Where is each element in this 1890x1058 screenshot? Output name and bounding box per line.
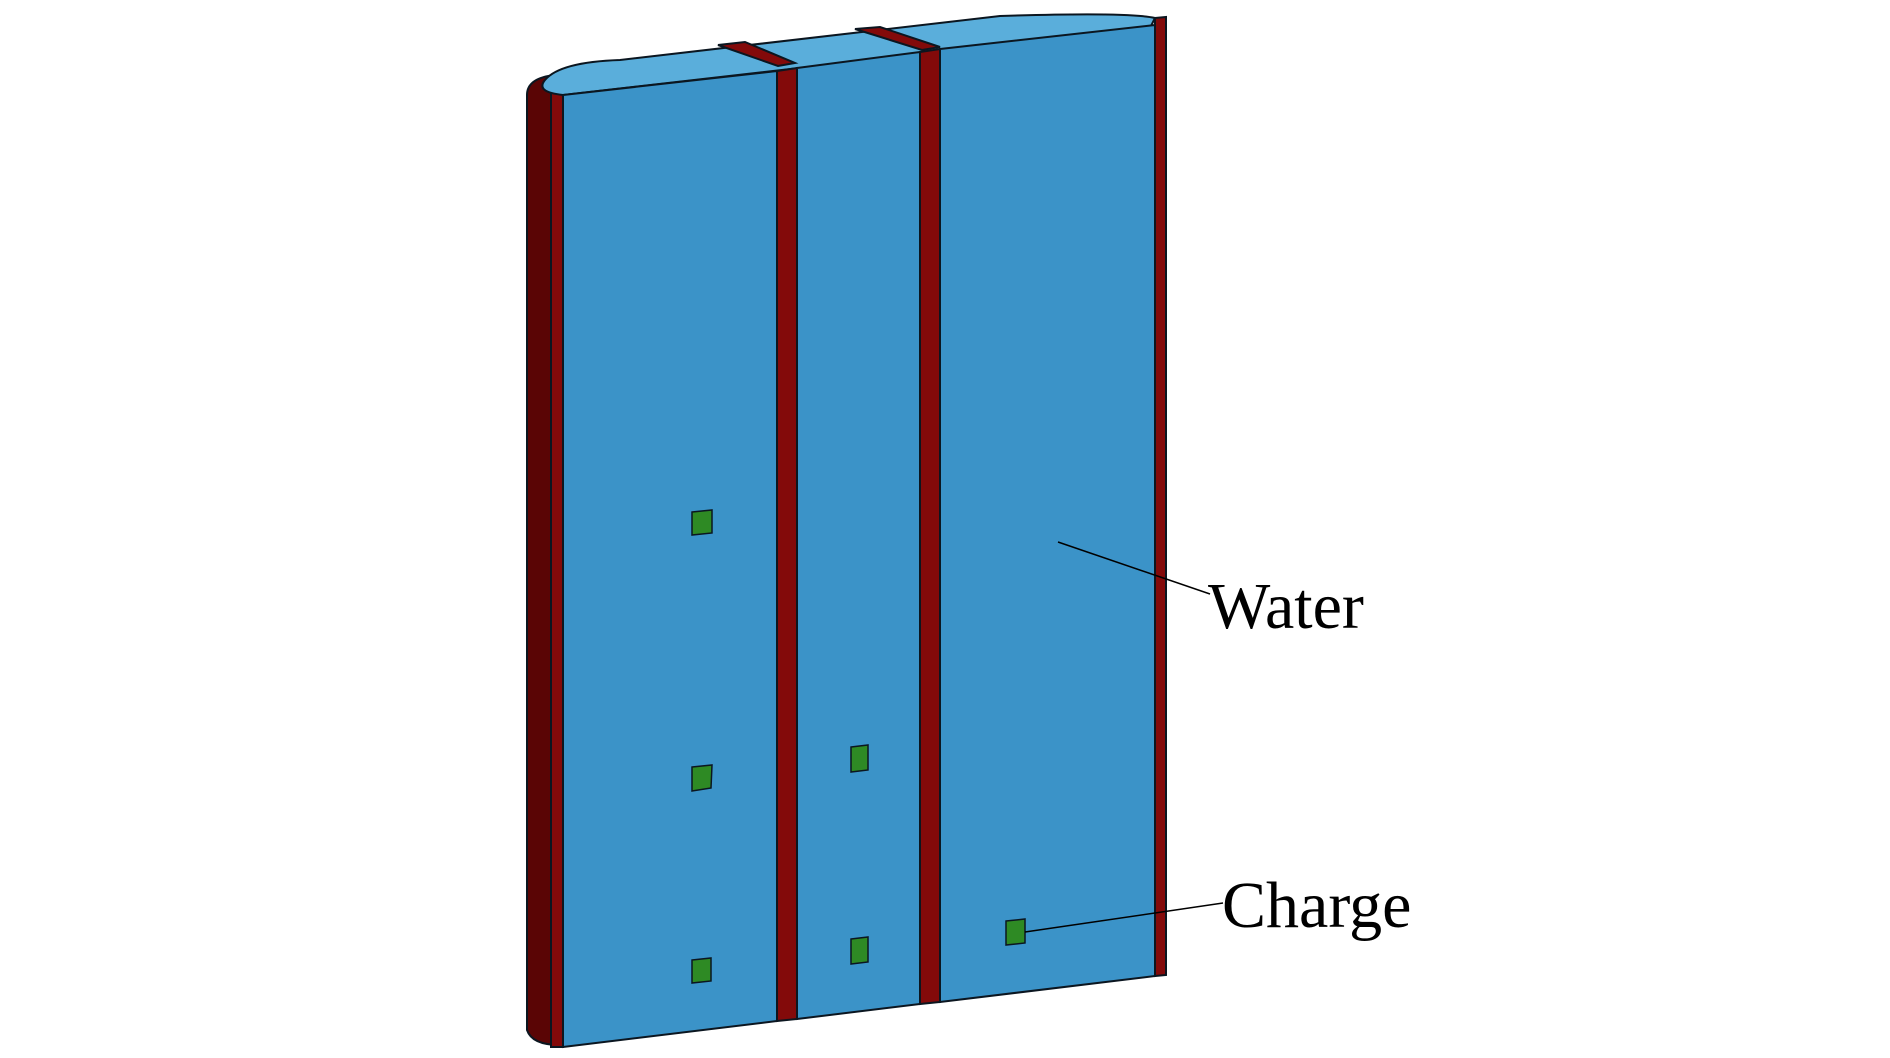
charge-label: Charge [1222, 869, 1411, 942]
top-divider-2 [854, 25, 941, 52]
divider-wall-2 [919, 47, 941, 1006]
charge-2 [691, 764, 713, 792]
charge-1 [691, 509, 713, 536]
water-label: Water [1208, 570, 1364, 643]
charge-3 [691, 957, 712, 984]
charges [691, 509, 1026, 984]
divider-wall-1 [776, 66, 798, 1023]
right-outer-wall [1154, 15, 1167, 978]
left-inner-wall [550, 91, 564, 1048]
charge-5 [850, 936, 869, 965]
top-divider-1 [717, 40, 799, 68]
charge-6 [1005, 918, 1026, 946]
water-section-1 [562, 69, 778, 1049]
charge-4 [850, 744, 869, 773]
top-face [541, 13, 1157, 97]
charge-leader-line [1024, 902, 1224, 933]
water-leader-line [1057, 541, 1211, 595]
water-section-3 [939, 23, 1156, 1004]
water-section-2 [796, 50, 921, 1021]
